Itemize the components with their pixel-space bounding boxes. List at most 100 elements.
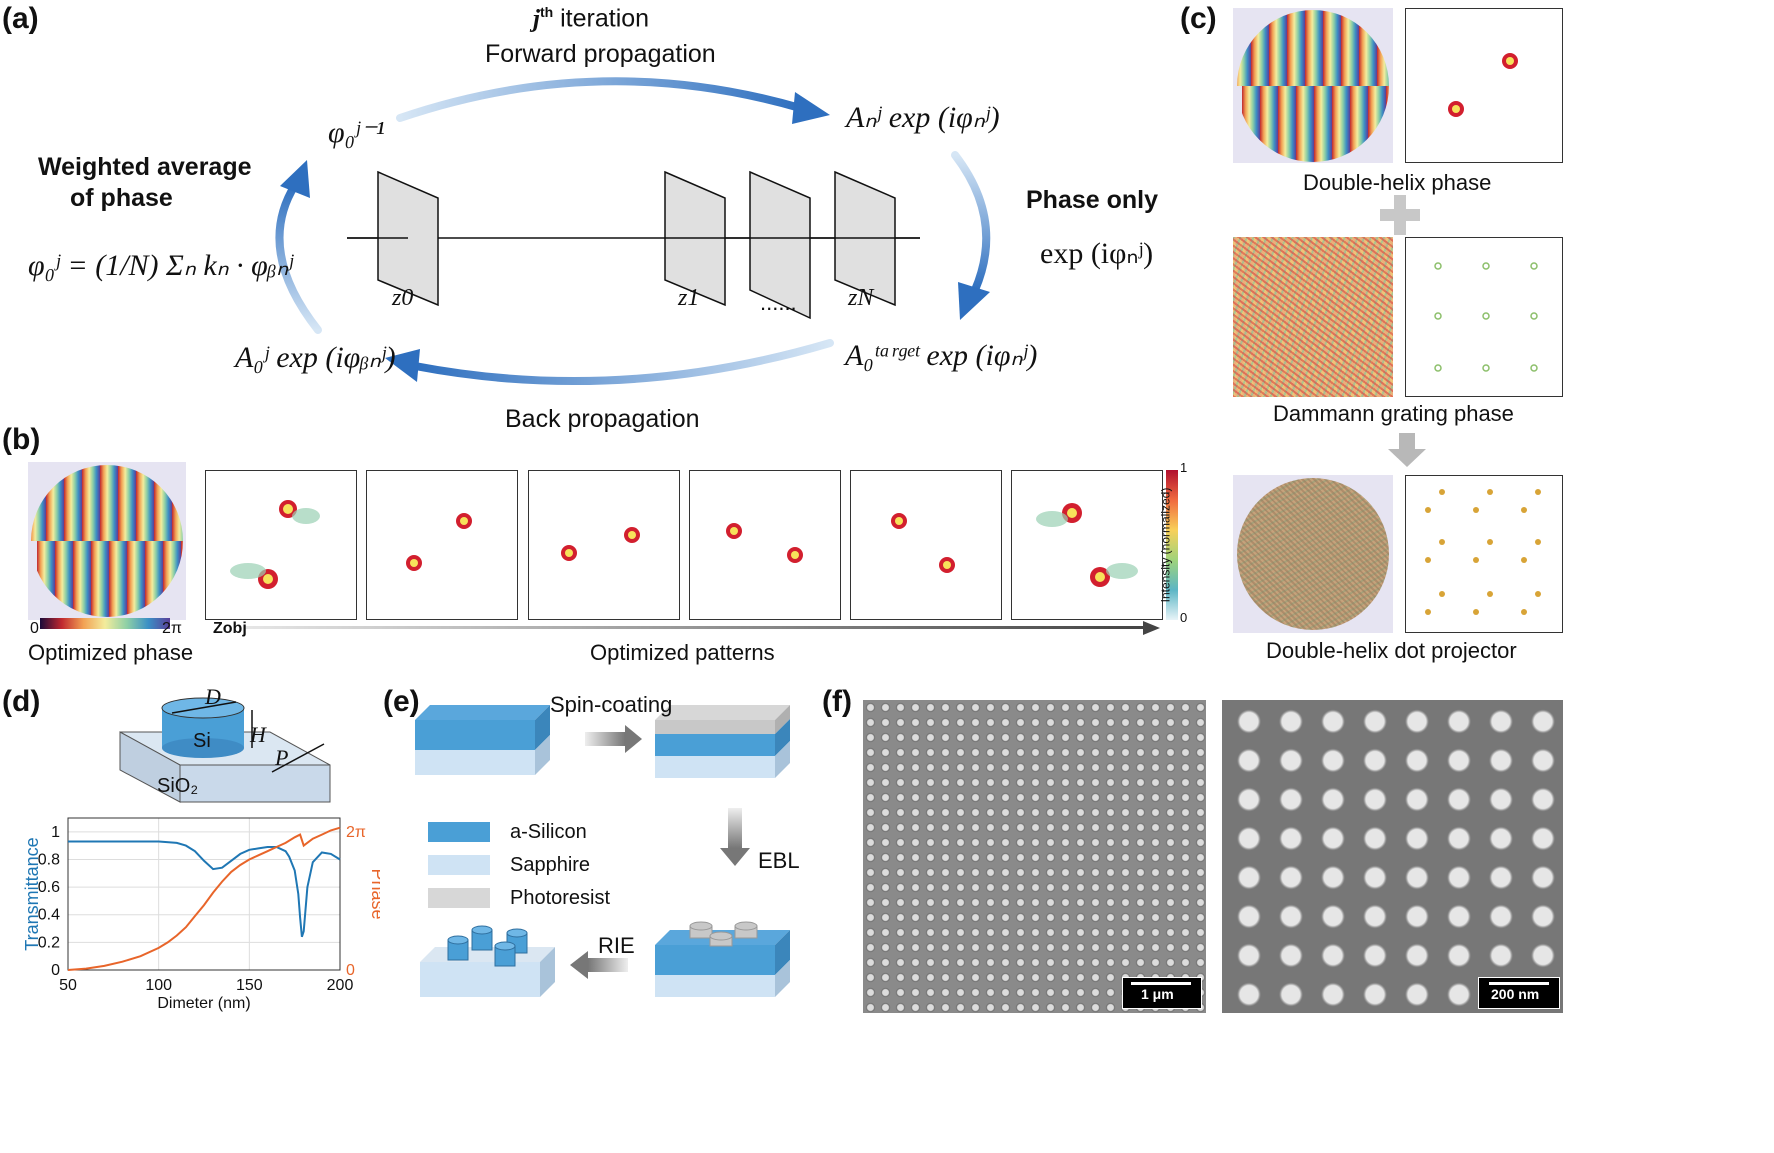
pattern-1	[205, 470, 357, 620]
plane-z2	[749, 170, 811, 320]
y-axis-label-left: Transmittance	[22, 837, 42, 950]
double-helix-pattern	[1405, 8, 1563, 163]
label-Si: Si	[193, 730, 211, 752]
x-axis-label: Dimeter (nm)	[157, 995, 250, 1012]
rie-label: RIE	[598, 933, 635, 958]
an-expr: Aₙʲ exp (iφₙʲ)	[846, 101, 1000, 134]
y-tick-label: 0.4	[38, 907, 60, 924]
zobj-axis-arrow	[245, 621, 1160, 635]
plane-label-zN: zN	[848, 285, 874, 311]
panel-label-a: (a)	[2, 2, 39, 35]
sem-image-right	[1222, 700, 1563, 1013]
series-line-transmittance	[68, 840, 341, 938]
plane-dots: ......	[760, 290, 797, 315]
phase-only-arrow	[951, 151, 991, 294]
y-tick-label: 0.8	[38, 851, 60, 868]
fabrication-diagram	[415, 705, 790, 997]
intensity-max: 1	[1180, 460, 1188, 475]
panel-label-e: (e)	[383, 685, 420, 718]
phase-tick-label: 0	[346, 962, 355, 979]
pattern-5	[850, 470, 1002, 620]
weighted-arrow	[275, 181, 322, 334]
y-tick-label: 1	[51, 824, 60, 841]
phase-cb-max: 2π	[162, 620, 182, 637]
phase-colorbar	[40, 618, 170, 629]
scale-label-left: 1 μm	[1141, 986, 1174, 1002]
back-label: Back propagation	[505, 405, 700, 433]
phase-tick-label: 2π	[346, 824, 366, 841]
label-SiO2: SiO₂	[157, 775, 199, 797]
y-axis-label-right: Phase	[368, 868, 380, 919]
optimized-patterns-label: Optimized patterns	[590, 640, 775, 665]
scale-bar-right: 200 nm	[1478, 977, 1560, 1009]
back-arrow	[411, 339, 834, 386]
double-helix-phase-image	[1237, 10, 1389, 162]
pattern-3	[528, 470, 680, 620]
plus-icon	[1380, 195, 1420, 235]
intensity-label: Intensity (normalized)	[1158, 487, 1173, 603]
projector-pattern	[1405, 475, 1563, 633]
series-line-phase	[67, 826, 341, 971]
y-tick-label: 0.6	[38, 879, 60, 896]
projector-label: Double-helix dot projector	[1266, 638, 1517, 663]
substrate-step-1	[415, 705, 550, 775]
panel-a-diagram	[275, 77, 991, 386]
substrate-step-2	[655, 705, 790, 778]
dammann-pattern	[1405, 237, 1563, 397]
projector-phase-image	[1237, 478, 1389, 630]
scale-label-right: 200 nm	[1491, 986, 1540, 1002]
pattern-2	[366, 470, 518, 620]
ebl-label: EBL	[758, 848, 800, 873]
phase-only-expr: exp (iφₙʲ)	[1040, 237, 1154, 270]
panel-label-f: (f)	[822, 685, 852, 718]
legend-photoresist: Photoresist	[510, 887, 611, 909]
x-tick-label: 200	[327, 977, 354, 994]
plane-label-z1: z1	[678, 285, 700, 311]
dammann-label: Dammann grating phase	[1273, 401, 1514, 426]
phi-prev: φ₀ʲ⁻¹	[328, 116, 385, 149]
label-H: H	[250, 722, 266, 747]
plot-frame	[67, 817, 341, 971]
weighted-formula: φ₀ʲ = (1/N) Σₙ kₙ · φᵦₙʲ	[28, 249, 294, 282]
dammann-phase-image	[1233, 237, 1393, 397]
pattern-6	[1011, 470, 1163, 620]
target-expr: A₀ᵗᵃʳᵍᵉᵗ exp (iφₙʲ)	[845, 339, 1038, 372]
weighted-label-2: of phase	[70, 184, 173, 212]
x-tick-label: 150	[236, 977, 263, 994]
pattern-4	[689, 470, 841, 620]
intensity-colorbar	[1166, 470, 1178, 620]
phase-cb-min: 0	[30, 620, 39, 637]
panel-label-b: (b)	[2, 423, 41, 456]
down-arrow-icon	[1388, 433, 1426, 467]
zobj-label: Zobj	[213, 620, 247, 637]
intensity-min: 0	[1180, 610, 1188, 625]
label-D: D	[205, 684, 221, 709]
x-tick-label: 100	[145, 977, 172, 994]
plane-z0	[347, 170, 439, 307]
legend-sapphire: Sapphire	[510, 854, 591, 876]
pillar-unit-cell	[119, 697, 331, 803]
label-P: P	[275, 745, 289, 770]
optimized-phase-image	[31, 465, 183, 617]
scale-bar-left: 1 μm	[1122, 977, 1202, 1009]
y-tick-label: 0	[51, 962, 60, 979]
spin-coating-label: Spin-coating	[550, 692, 673, 717]
panel-label-d: (d)	[2, 685, 41, 718]
a0-expr: A₀ʲ exp (iφᵦₙʲ)	[235, 341, 396, 374]
x-tick-label: 50	[59, 977, 77, 994]
y-tick-label: 0.2	[38, 934, 60, 951]
sem-image-left	[863, 700, 1206, 1013]
weighted-label-1: Weighted average	[38, 153, 252, 181]
substrate-step-4	[420, 925, 555, 997]
forward-arrow	[396, 77, 804, 122]
plane-label-z0: z0	[392, 285, 414, 311]
phase-only-label: Phase only	[1026, 186, 1158, 214]
legend-silicon: a-Silicon	[510, 821, 587, 843]
double-helix-phase-label: Double-helix phase	[1303, 170, 1492, 195]
optimized-phase-label: Optimized phase	[28, 640, 194, 665]
substrate-step-3	[655, 921, 790, 997]
forward-label: Forward propagation	[485, 40, 716, 68]
iteration-label: jth iteration	[533, 4, 650, 33]
panel-label-c: (c)	[1180, 2, 1217, 35]
